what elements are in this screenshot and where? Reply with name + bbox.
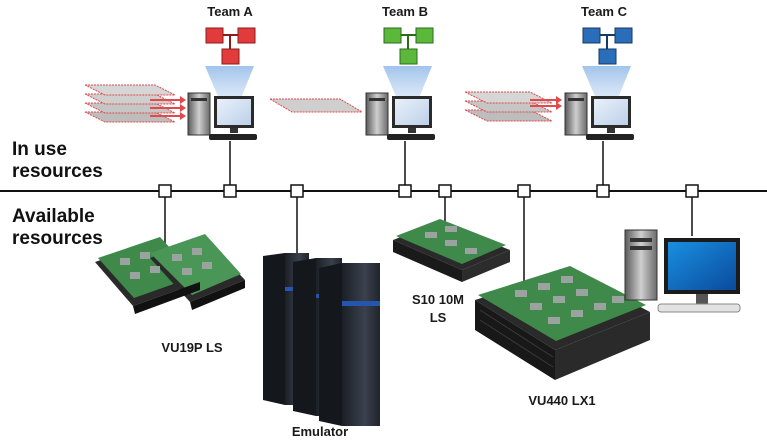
- team-b-label: Team B: [382, 4, 428, 19]
- projection-beam: [383, 66, 432, 108]
- hierarchy-icon: [383, 27, 434, 65]
- single-sheet: [268, 98, 364, 113]
- in-use-label-line2: resources: [12, 161, 103, 182]
- team-a-group: Team A: [84, 4, 257, 140]
- desktop-computer-icon: [564, 92, 634, 140]
- fpga-board-icon: [95, 234, 245, 314]
- vu19p-label: VU19P LS: [161, 340, 223, 355]
- projection-beam: [205, 66, 254, 108]
- available-label-line1: Available: [12, 206, 95, 227]
- network-bus: [0, 141, 767, 283]
- team-b-group: Team B: [268, 4, 435, 140]
- in-use-label-line1: In use: [12, 139, 67, 160]
- stacked-sheets: [464, 91, 562, 122]
- hierarchy-icon: [205, 27, 256, 65]
- desktop-computer-icon: [365, 92, 435, 140]
- desktop-computer-icon: [187, 92, 257, 140]
- hierarchy-icon: [582, 27, 633, 65]
- s10-label-line1: S10 10M: [412, 292, 464, 307]
- s10-label-line2: LS: [430, 310, 447, 325]
- desktop-computer-icon: [624, 229, 741, 313]
- emulator-label: Emulator: [292, 424, 348, 439]
- vu440-label: VU440 LX1: [528, 393, 595, 408]
- projection-beam: [582, 66, 631, 108]
- team-c-label: Team C: [581, 4, 628, 19]
- network-node-icon: [158, 184, 699, 198]
- team-c-group: Team C: [464, 4, 634, 140]
- stacked-sheets: [84, 84, 186, 123]
- fpga-board-icon: [393, 219, 510, 282]
- fpga-board-icon: [475, 266, 650, 380]
- available-label-line2: resources: [12, 228, 103, 249]
- team-a-label: Team A: [207, 4, 253, 19]
- server-rack-icon: [263, 253, 380, 426]
